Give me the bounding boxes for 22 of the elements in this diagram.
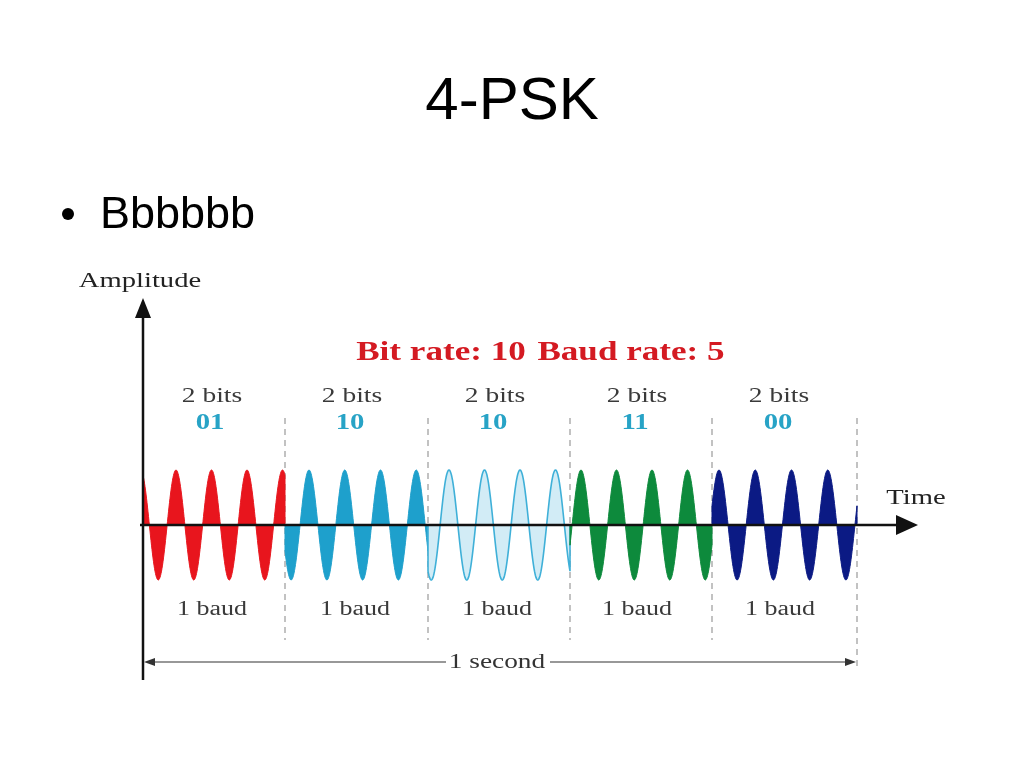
bullet-text: Bbbbbb [100, 186, 256, 240]
bit-count-label: 2 bits [181, 381, 243, 409]
bit-pattern-label: 10 [335, 408, 365, 436]
bit-pattern-label: 10 [478, 408, 508, 436]
bit-count-label: 2 bits [606, 381, 668, 409]
bit-pattern-label: 00 [763, 408, 793, 436]
baud-label: 1 baud [319, 596, 391, 620]
baud-label: 1 baud [744, 596, 816, 620]
duration-label: 1 second [448, 649, 546, 675]
bit-pattern-label: 11 [621, 408, 649, 436]
bit-count-label: 2 bits [464, 381, 526, 409]
baud-label: 1 baud [601, 596, 673, 620]
baud-label: 1 baud [176, 596, 248, 620]
bit-count-label: 2 bits [748, 381, 810, 409]
axis-label: Time [886, 483, 946, 511]
bit-pattern-label: 01 [195, 408, 225, 436]
axis-label: Amplitude [78, 266, 202, 294]
bit-count-label: 2 bits [321, 381, 383, 409]
baud-label: 1 baud [461, 596, 533, 620]
slide-title: 4-PSK [425, 64, 599, 134]
rate-label: Bit rate: 10 [356, 334, 526, 368]
rate-label: Baud rate: 5 [537, 334, 725, 368]
